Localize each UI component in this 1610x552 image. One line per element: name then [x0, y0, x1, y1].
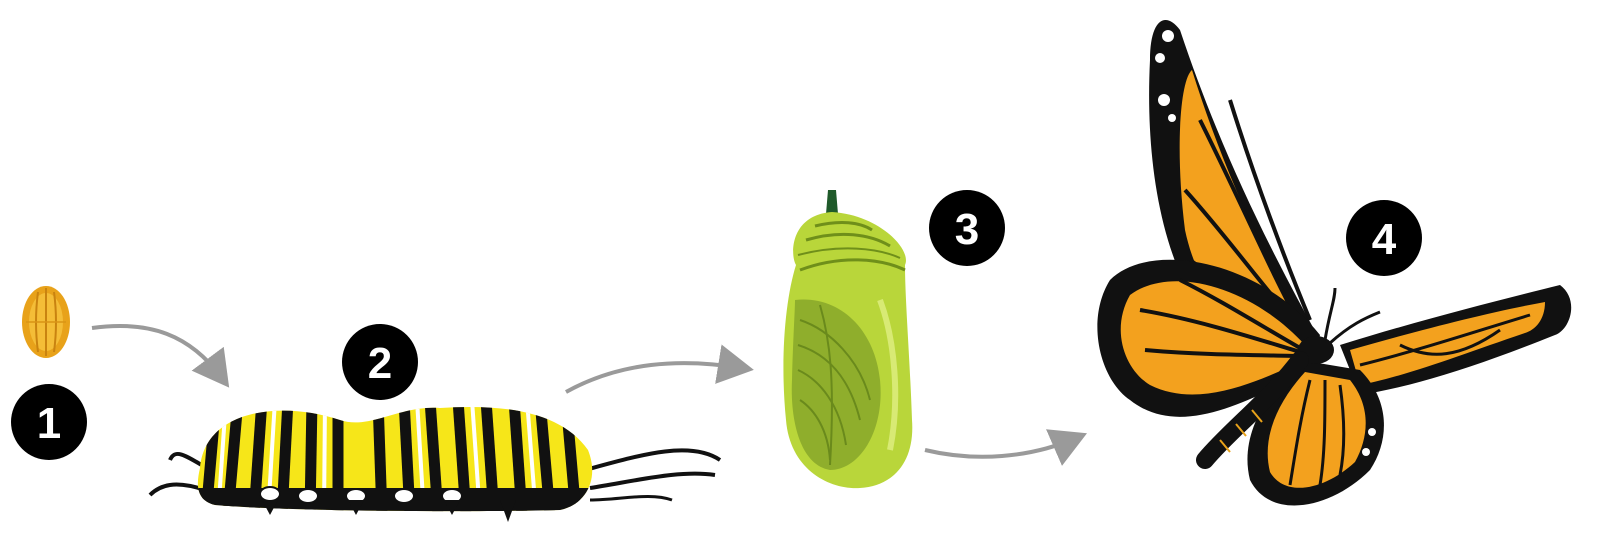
butterfly — [1097, 20, 1571, 505]
stage-badge-1: 1 — [11, 384, 87, 460]
stage-number-2: 2 — [368, 339, 392, 388]
stage-number-4: 4 — [1372, 215, 1397, 264]
stage-badge-2: 2 — [342, 324, 418, 400]
arrow-chrysalis-to-butterfly — [925, 438, 1076, 457]
stage-badge-4: 4 — [1346, 200, 1422, 276]
caterpillar — [150, 395, 720, 522]
arrow-egg-to-caterpillar — [92, 326, 222, 378]
arrow-caterpillar-to-chrysalis — [566, 363, 742, 392]
egg — [22, 286, 70, 358]
stage-number-1: 1 — [37, 399, 61, 448]
stage-badge-3: 3 — [929, 190, 1005, 266]
chrysalis — [783, 190, 912, 488]
stage-number-3: 3 — [955, 205, 979, 254]
